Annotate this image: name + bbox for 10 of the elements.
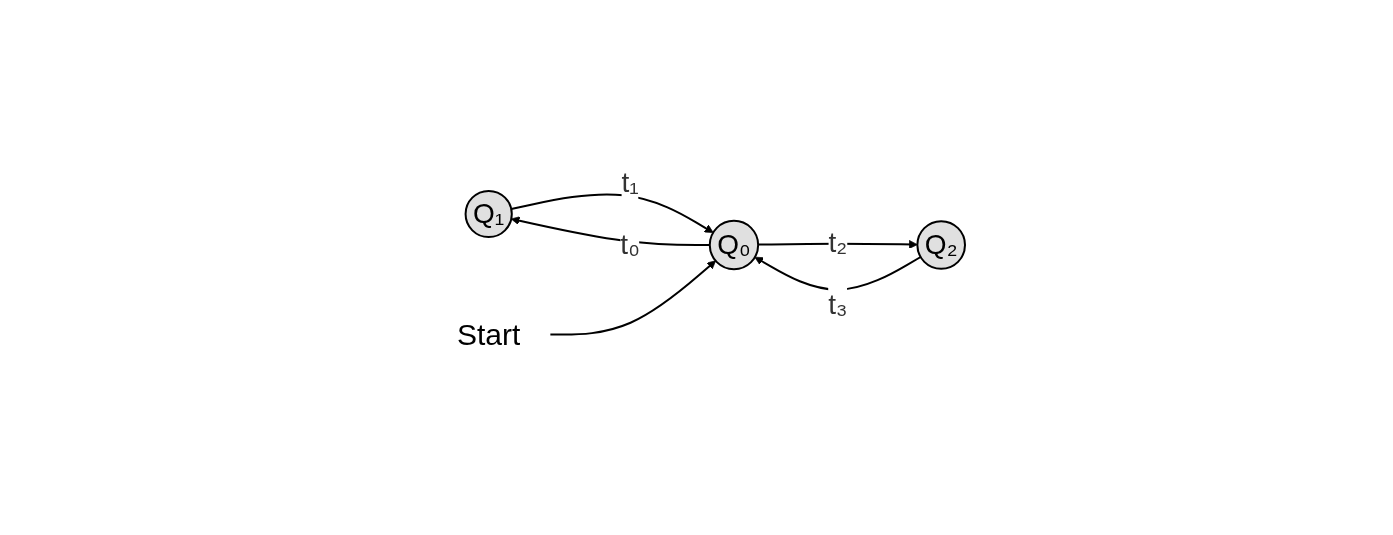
edge-label: t₀ (620, 229, 641, 261)
arrow (549, 260, 717, 337)
edge-label: t₃ (828, 289, 848, 321)
edge-label: t₁ (621, 167, 640, 199)
node-circle: Q₁ (465, 190, 514, 239)
edge-label: t₂ (828, 227, 848, 259)
arrow (755, 256, 923, 291)
node-text: Start (457, 318, 521, 352)
node-circle: Q₂ (916, 220, 967, 271)
node-circle: Q₀ (709, 220, 760, 271)
